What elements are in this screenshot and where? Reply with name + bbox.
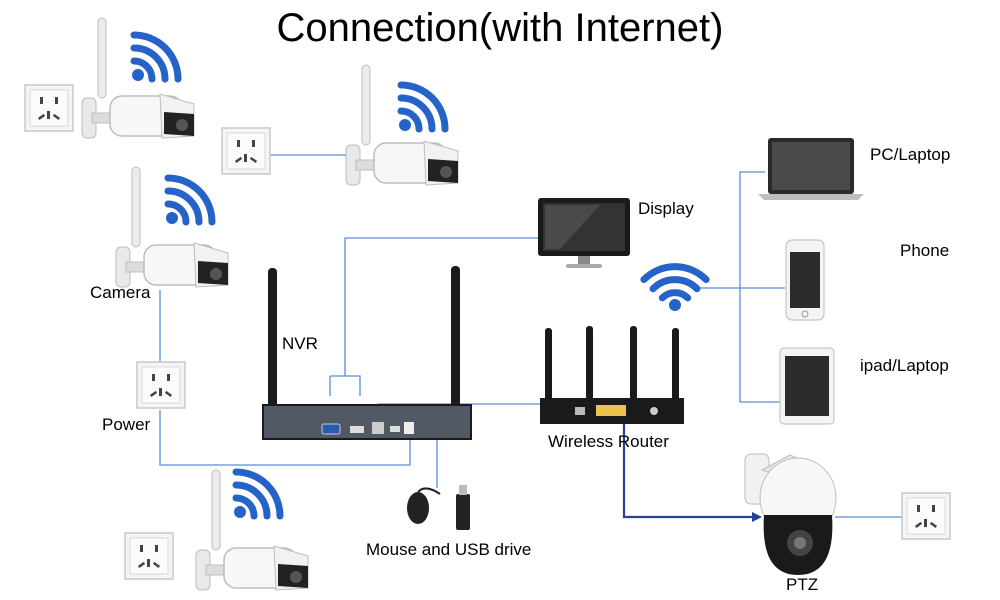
smartphone-icon [785, 239, 825, 321]
power-outlet-icon [221, 127, 271, 175]
display-monitor-icon [538, 198, 630, 268]
label-ptz: PTZ [786, 575, 819, 594]
cable-vga-bracket [330, 375, 361, 396]
power-outlet-icon [901, 492, 951, 540]
diagram-title: Connection(with Internet) [276, 6, 724, 50]
power-outlet-icon [136, 361, 186, 409]
label-display: Display [638, 199, 694, 218]
laptop-icon [758, 138, 864, 200]
mouse-icon [407, 487, 441, 524]
wifi-icon [132, 35, 178, 81]
label-mouse-usb: Mouse and USB drive [366, 540, 532, 559]
label-nvr: NVR [282, 334, 318, 353]
power-outlet-icon [24, 84, 74, 132]
label-phone: Phone [900, 241, 950, 260]
wifi-icon [399, 85, 445, 131]
bullet-camera-icon [115, 166, 229, 288]
wifi-icon [642, 248, 707, 313]
wireless-router-icon [540, 326, 684, 424]
ptz-camera-icon [744, 453, 837, 575]
tablet-icon [779, 347, 835, 425]
label-wireless-router: Wireless Router [548, 432, 669, 451]
wifi-icon [166, 178, 212, 224]
label-pc-laptop: PC/Laptop [870, 145, 951, 164]
label-camera: Camera [90, 283, 151, 302]
usb-drive-icon [456, 485, 470, 530]
cable-nvr-display [344, 237, 540, 376]
label-power: Power [102, 415, 151, 434]
cable-power-nvr [159, 410, 411, 466]
nvr-device-icon [262, 266, 472, 440]
label-ipad-laptop: ipad/Laptop [860, 356, 949, 375]
cable-router-ptz [622, 420, 752, 519]
power-outlet-icon [124, 532, 174, 580]
wifi-icon [234, 472, 280, 518]
cable-bus-devices [739, 171, 780, 403]
